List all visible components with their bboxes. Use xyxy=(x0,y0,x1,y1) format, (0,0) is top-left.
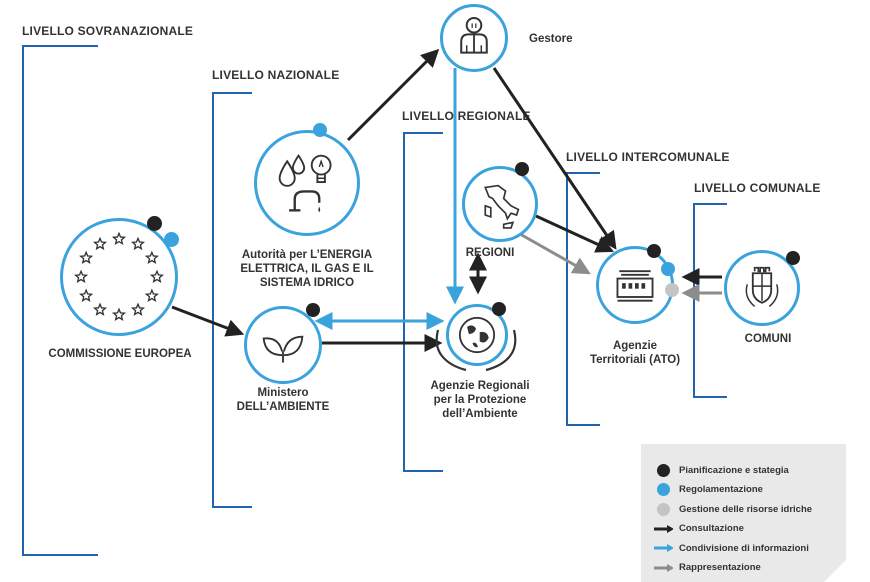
legend-label: Regolamentazione xyxy=(679,484,763,495)
legend-item: Rappresentazione xyxy=(653,561,761,575)
regioni-pianificazione-dot xyxy=(515,162,529,176)
ministero-label-line2: DELL’AMBIENTE xyxy=(236,401,330,413)
globe-hands-icon xyxy=(458,316,496,354)
legend-dot-icon xyxy=(653,483,673,496)
arpa-label-line2: per la Protezione xyxy=(433,394,527,406)
level-regionale-label: LIVELLO REGIONALE xyxy=(402,109,531,123)
hands-icon xyxy=(435,329,517,372)
autorita-label-line3: SISTEMA IDRICO xyxy=(259,277,355,289)
legend-dot-icon xyxy=(653,502,673,516)
legend-label: Gestione delle risorse idriche xyxy=(679,503,813,515)
autorita-label-line2: ELETTRICA, IL GAS E IL xyxy=(240,263,374,275)
autorita-label: Autorità per L’ENERGIA ELETTRICA, IL GAS… xyxy=(237,248,377,290)
eu-star xyxy=(144,288,159,302)
eu-stars-icon xyxy=(73,231,165,321)
eu-star xyxy=(92,302,108,316)
arrow-regioni-ato-rappresentazione xyxy=(519,232,591,275)
level-comunale-label: LIVELLO COMUNALE xyxy=(694,181,821,195)
italy-map-icon xyxy=(484,184,520,229)
gestore-label: Gestore xyxy=(529,33,573,45)
legend-item: Pianificazione e stategia xyxy=(653,463,789,477)
level-nazionale-bracket xyxy=(212,92,252,508)
arrow-commissione-ministero xyxy=(171,305,245,337)
autorita-node xyxy=(254,130,360,236)
comuni-label: COMUNI xyxy=(744,333,792,345)
eu-star xyxy=(73,269,89,284)
eu-star xyxy=(130,302,146,316)
comuni-pianificazione-dot xyxy=(786,251,800,265)
legend-item: Consultazione xyxy=(653,522,744,536)
building-icon xyxy=(616,270,654,302)
level-regionale-bracket xyxy=(403,132,443,472)
arpa-label-line1: Agenzie Regionali xyxy=(430,380,530,392)
eu-star xyxy=(111,307,127,321)
person-icon xyxy=(460,16,488,54)
comuni-node xyxy=(724,250,800,326)
gestore-node xyxy=(440,4,508,72)
eu-star xyxy=(149,269,165,284)
ato-regolamentazione-dot xyxy=(661,262,675,276)
legend-item: Regolamentazione xyxy=(653,483,763,497)
commissione-node xyxy=(60,218,178,336)
ato-gestione-dot xyxy=(665,283,679,297)
ministero-node xyxy=(244,306,322,384)
autorita-regolamentazione-dot xyxy=(313,123,327,137)
ato-node xyxy=(596,246,674,324)
legend-arrow-icon xyxy=(653,563,673,573)
eu-star xyxy=(130,236,146,251)
arrow-autorita-gestore xyxy=(346,48,440,142)
ato-label: Agenzie Territoriali (ATO) xyxy=(575,339,695,367)
arpa-label-line3: dell’Ambiente xyxy=(442,408,518,420)
legend xyxy=(641,444,846,582)
commissione-label: COMMISSIONE EUROPEA xyxy=(48,348,192,360)
legend-item: Condivisione di informazioni xyxy=(653,541,809,555)
legend-label: Pianificazione e stategia xyxy=(679,464,789,476)
commissione-pianificazione-dot xyxy=(147,216,162,231)
autorita-label-line1: Autorità per L’ENERGIA xyxy=(241,249,373,261)
arrow-gestore-ato xyxy=(492,67,617,250)
ministero-label-line1: Ministero xyxy=(257,387,309,399)
ministero-pianificazione-dot xyxy=(306,303,320,317)
coat-of-arms-icon xyxy=(745,266,779,307)
legend-label: Rappresentazione xyxy=(679,562,761,573)
legend-label: Condivisione di informazioni xyxy=(679,542,809,554)
regioni-label: REGIONI xyxy=(465,247,515,259)
eu-star xyxy=(79,288,94,302)
leaves-icon xyxy=(262,335,304,363)
regioni-node xyxy=(462,166,538,242)
ministero-label: Ministero DELL’AMBIENTE xyxy=(213,386,353,414)
legend-label: Consultazione xyxy=(679,523,744,534)
level-intercomunale-label: LIVELLO INTERCOMUNALE xyxy=(566,150,730,164)
ato-pianificazione-dot xyxy=(647,244,661,258)
eu-star xyxy=(144,250,159,265)
arrow-regioni-ato xyxy=(535,214,615,253)
level-sovranazionale-bracket xyxy=(22,45,98,556)
level-sovranazionale-label: LIVELLO SOVRANAZIONALE xyxy=(22,24,194,38)
commissione-regolamentazione-dot xyxy=(164,232,179,247)
legend-item: Gestione delle risorse idriche xyxy=(653,502,812,516)
eu-star xyxy=(79,250,94,265)
utilities-icon xyxy=(278,153,332,213)
eu-star xyxy=(111,231,127,246)
ato-label-line1: Agenzie xyxy=(612,340,658,352)
level-intercomunale-bracket xyxy=(566,172,600,426)
arpa-label: Agenzie Regionali per la Protezione dell… xyxy=(405,379,555,421)
legend-dot-icon xyxy=(653,463,673,477)
level-nazionale-label: LIVELLO NAZIONALE xyxy=(212,68,340,82)
eu-star xyxy=(92,236,108,251)
legend-arrow-icon xyxy=(653,543,673,553)
arpa-pianificazione-dot xyxy=(492,302,506,316)
legend-arrow-icon xyxy=(653,524,673,534)
ato-label-line2: Territoriali (ATO) xyxy=(589,354,681,366)
